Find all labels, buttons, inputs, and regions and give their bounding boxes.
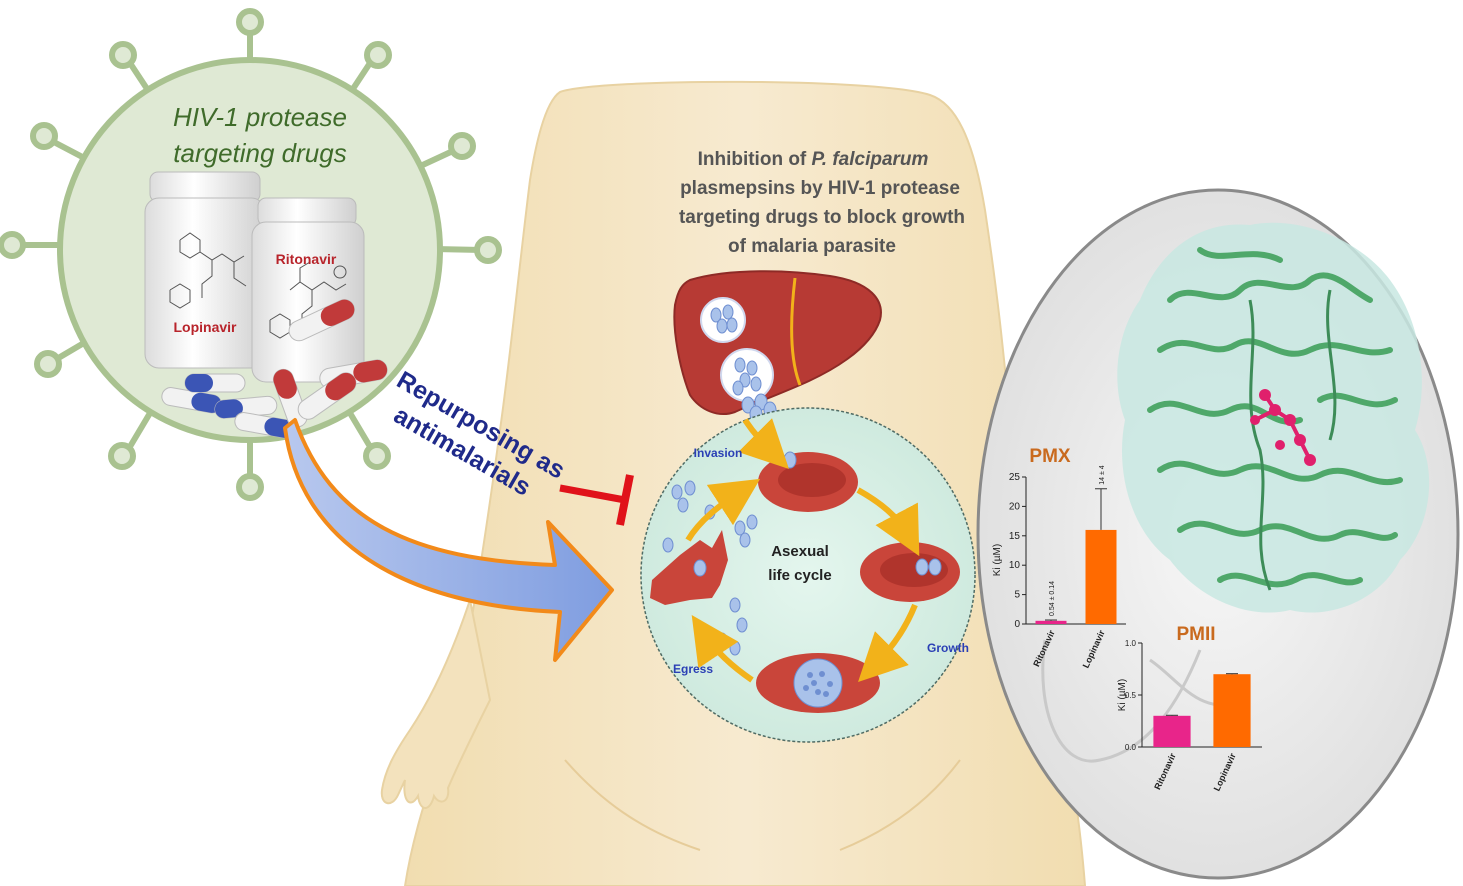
pmii-y-axis-label: Ki (µM)	[1117, 679, 1128, 711]
bar-ritonavir	[1153, 715, 1191, 747]
y-tick-label: 25	[1009, 472, 1021, 483]
virus-title-line2: targeting drugs	[173, 138, 346, 168]
lopinavir-bottle: Lopinavir	[144, 171, 266, 369]
growth-label: Growth	[927, 641, 969, 655]
pmx-chart-title: PMX	[1029, 446, 1071, 467]
y-tick-label: 20	[1009, 501, 1021, 512]
y-tick-label: 15	[1009, 531, 1021, 542]
pmx-y-axis-label: Ki (µM)	[992, 544, 1003, 576]
capsules	[161, 299, 388, 439]
egress-label: Egress	[673, 662, 713, 676]
bar-lopinavir	[1085, 529, 1117, 624]
inhibition-bar	[616, 474, 634, 526]
bar-ritonavir	[1035, 620, 1067, 624]
rbc-schizont	[756, 653, 880, 713]
rbc-ring-stage	[758, 451, 858, 512]
bar-lopinavir	[1213, 674, 1251, 747]
ritonavir-bottle: Ritonavir	[251, 197, 365, 383]
main-title: Inhibition of P. falciparum plasmepsins …	[679, 149, 965, 257]
y-tick-label: 0.0	[1125, 743, 1137, 752]
cycle-arrows	[685, 418, 920, 683]
y-tick-label: 0.5	[1125, 691, 1137, 700]
protein-structure	[1117, 222, 1430, 613]
rbc-trophozoite	[860, 542, 960, 602]
lopinavir-structure	[169, 232, 247, 309]
invasion-label: Invasion	[694, 446, 743, 460]
lopinavir-label: Lopinavir	[173, 319, 237, 335]
asexual-label: Asexual	[771, 543, 829, 560]
main-title-line3: targeting drugs to block growth	[679, 207, 965, 228]
ritonavir-label: Ritonavir	[276, 251, 337, 267]
liver	[673, 270, 882, 423]
main-title-line1: Inhibition of P. falciparum	[698, 149, 929, 170]
y-tick-label: 1.0	[1125, 639, 1137, 648]
lifecycle-circle: Asexual life cycle Invasion Growth Egres…	[640, 407, 976, 743]
virus-title-line1: HIV-1 protease	[173, 102, 347, 132]
hiv-virus: HIV-1 protease targeting drugs Lopinavir	[0, 8, 502, 501]
inhibition-line	[559, 484, 626, 504]
life-cycle-label: life cycle	[768, 567, 831, 584]
y-tick-label: 10	[1009, 560, 1021, 571]
main-title-line2: plasmepsins by HIV-1 protease	[680, 178, 960, 199]
bar-value-label: 0.54 ± 0.14	[1049, 581, 1056, 616]
y-tick-label: 5	[1014, 590, 1020, 601]
bar-value-label: 14 ± 4	[1099, 465, 1106, 485]
y-tick-label: 0	[1014, 619, 1020, 630]
main-title-line4: of malaria parasite	[728, 236, 896, 257]
rbc-ruptured	[650, 530, 728, 605]
pmii-chart-title: PMII	[1176, 624, 1215, 645]
